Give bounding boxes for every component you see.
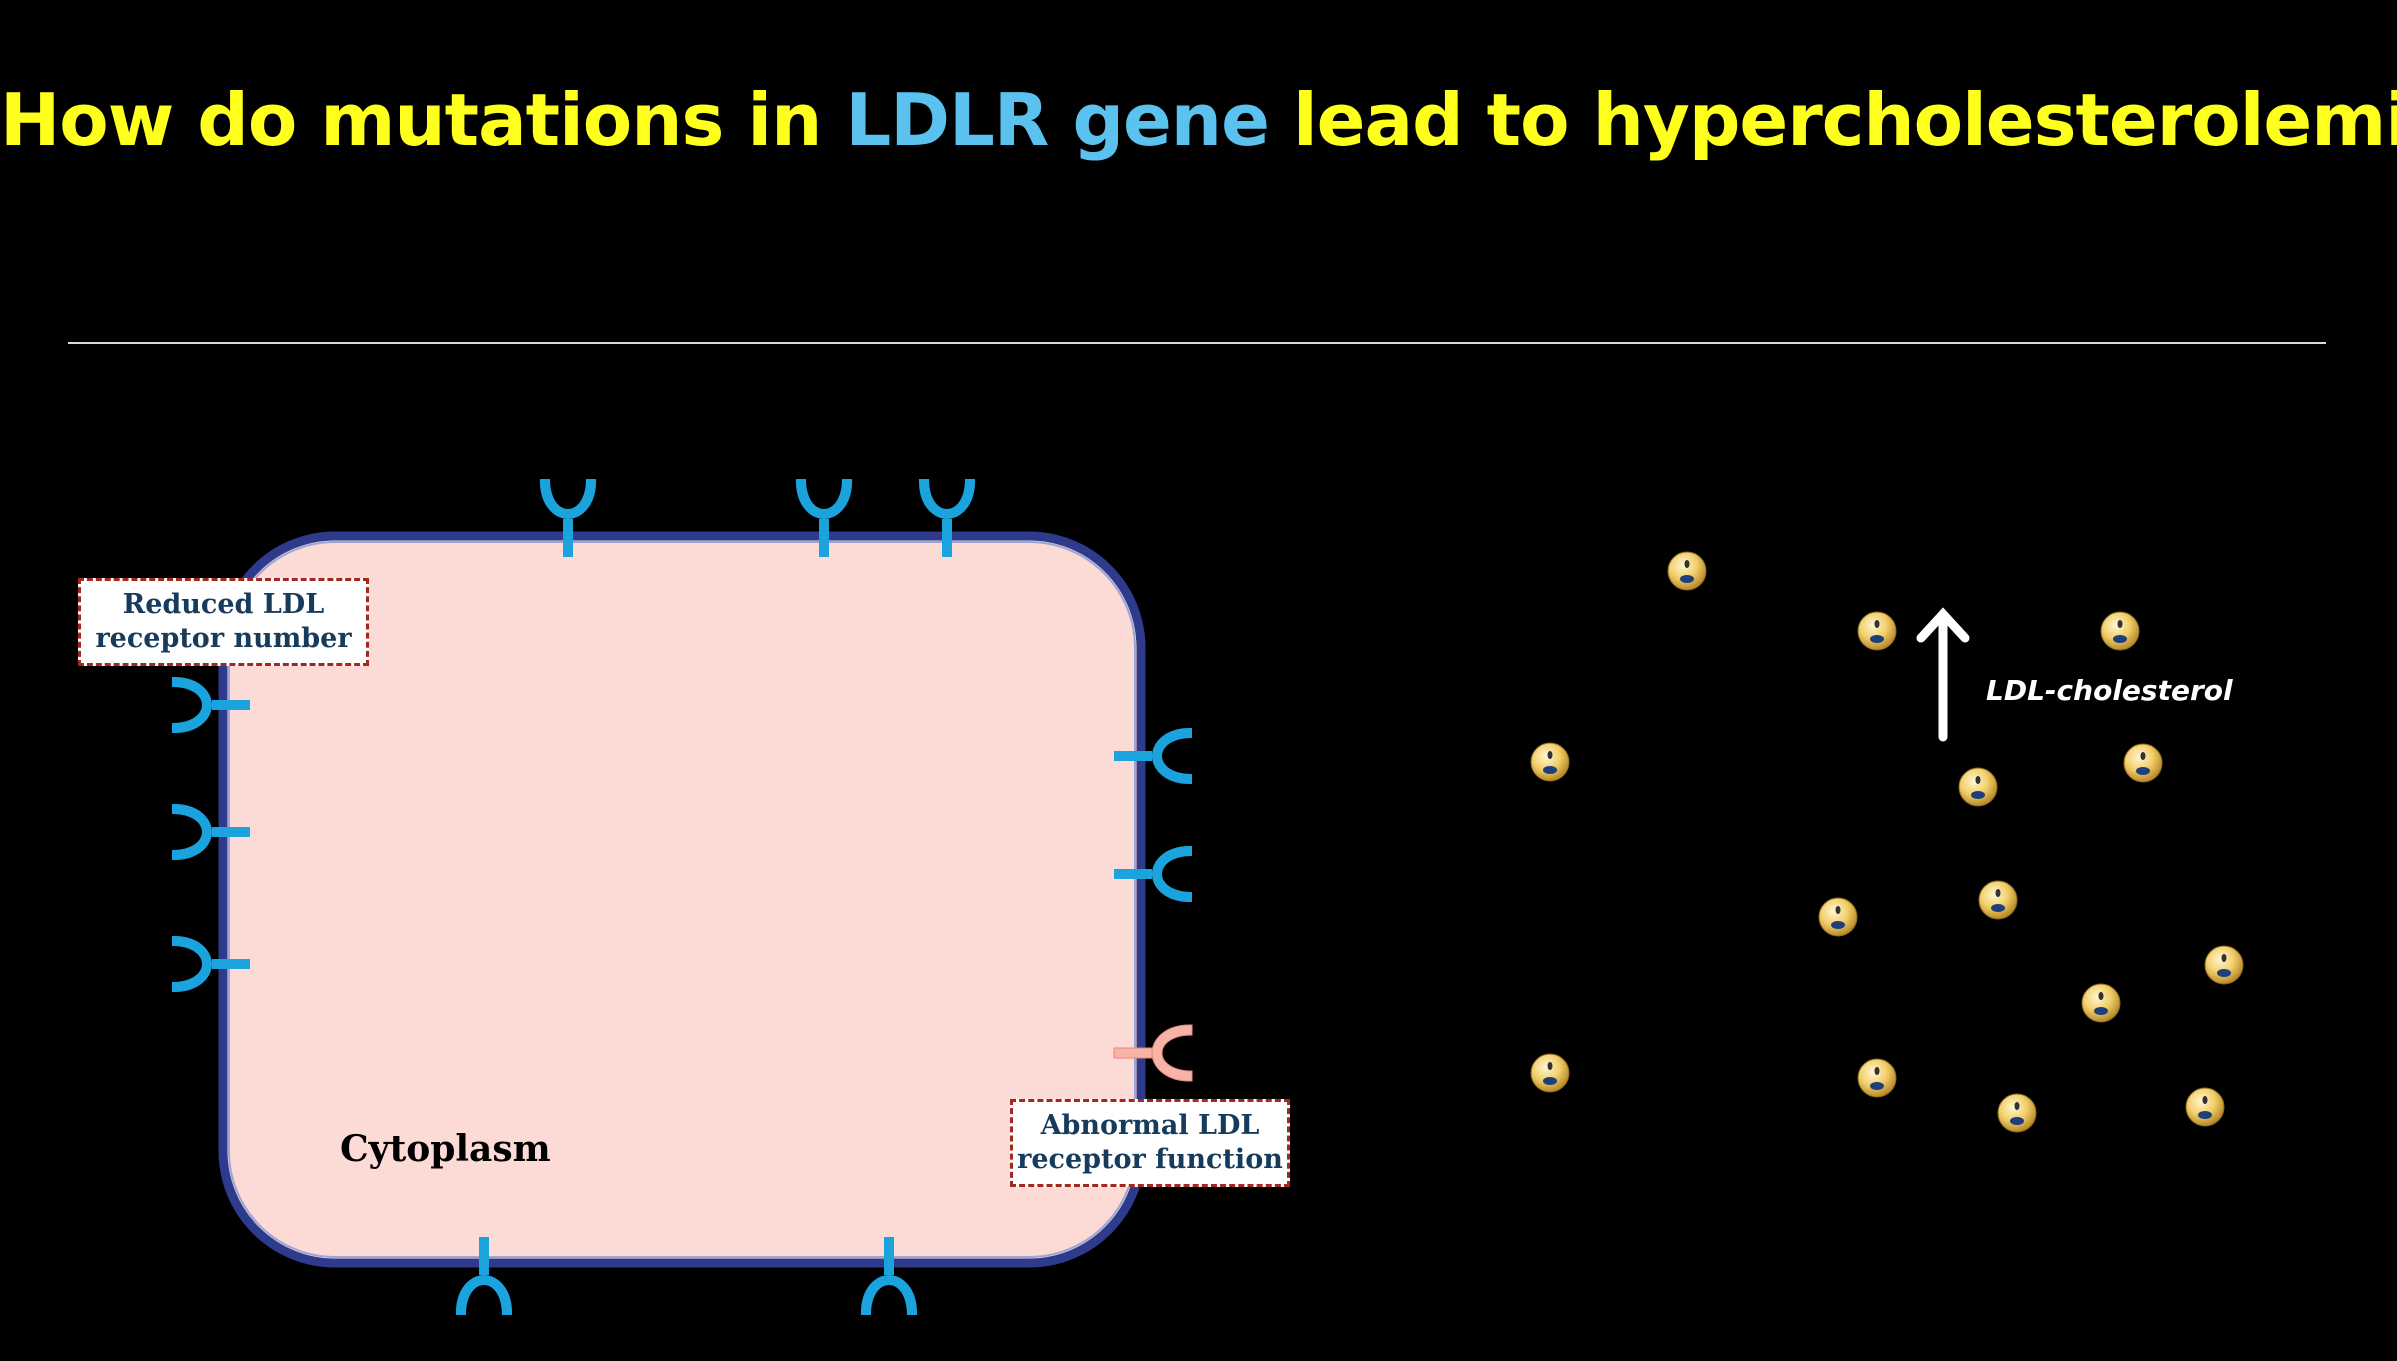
callout-reduced-line2: receptor number: [95, 623, 352, 654]
title-divider: [68, 342, 2326, 344]
ldl-particle-10: [2081, 983, 2121, 1023]
increase-arrow-icon: [1916, 607, 1970, 742]
ldl-particle-13: [2185, 1087, 2225, 1127]
title-segment-1: How do mutations in: [0, 78, 846, 162]
ldl-particle-9: [2204, 945, 2244, 985]
title-segment-ldlr-gene: LDLR gene: [845, 78, 1269, 162]
ldl-particle-3: [2100, 611, 2140, 651]
callout-reduced-receptor-number: Reduced LDL receptor number: [78, 578, 369, 666]
ldl-particle-8: [1818, 897, 1858, 937]
ldl-cholesterol-label: LDL-cholesterol: [1986, 674, 2233, 707]
ldl-particle-1: [1667, 551, 1707, 591]
cytoplasm-label: Cytoplasm: [340, 1128, 551, 1170]
title-segment-3: lead to hypercholesterolemia?: [1268, 78, 2397, 162]
ldl-particle-11: [1530, 1053, 1570, 1093]
cell-membrane: [218, 531, 1146, 1268]
ldl-particle-6: [1958, 767, 1998, 807]
callout-abnormal-line2: receptor function: [1017, 1144, 1283, 1175]
ldl-particle-5: [2123, 743, 2163, 783]
ldl-particle-7: [1978, 880, 2018, 920]
ldl-particle-4: [1530, 742, 1570, 782]
ldl-particle-14: [1997, 1093, 2037, 1133]
ldl-particle-12: [1857, 1058, 1897, 1098]
cell-membrane-inner: [228, 541, 1136, 1258]
ldl-particle-2: [1857, 611, 1897, 651]
callout-reduced-line1: Reduced LDL: [122, 589, 325, 620]
callout-abnormal-line1: Abnormal LDL: [1040, 1110, 1260, 1141]
callout-abnormal-receptor-function: Abnormal LDL receptor function: [1010, 1099, 1290, 1187]
slide-title: How do mutations in LDLR gene lead to hy…: [0, 78, 2397, 162]
